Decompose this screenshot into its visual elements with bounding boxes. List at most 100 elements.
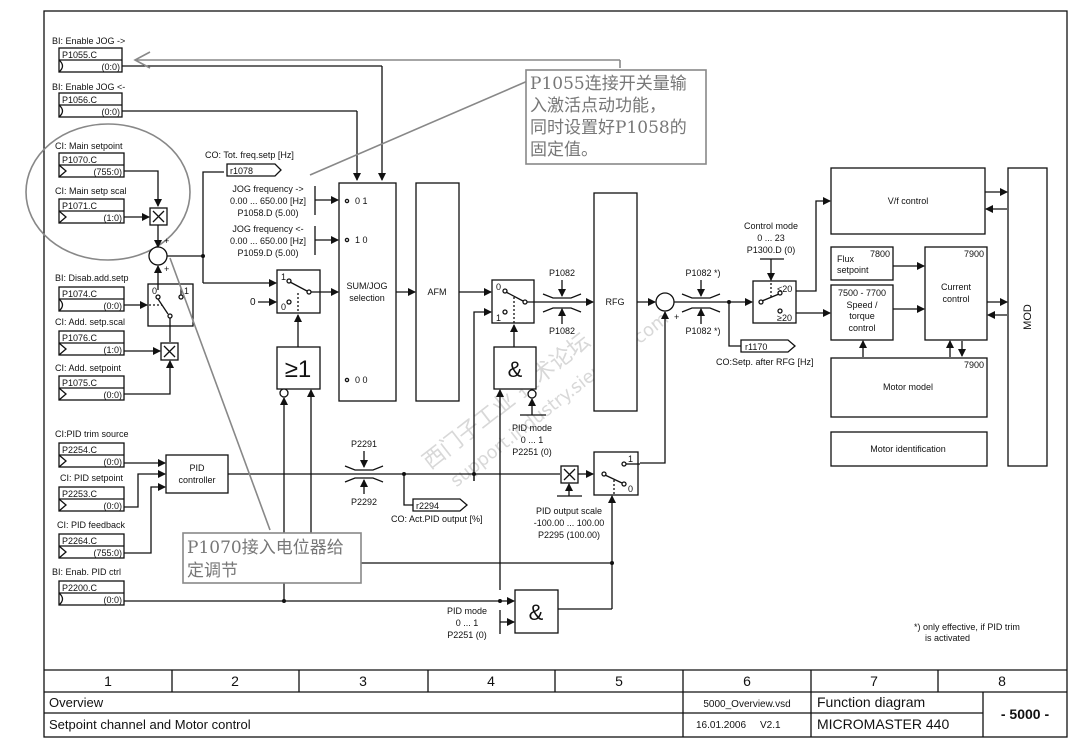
svg-text:(755:0): (755:0) — [93, 548, 122, 558]
svg-text:P1075.C: P1075.C — [62, 378, 98, 388]
connector-p2253[interactable]: CI: PID setpoint P2253.C (0:0) — [58, 473, 125, 512]
svg-text:0: 0 — [152, 286, 157, 296]
svg-text:5: 5 — [615, 673, 623, 689]
svg-text:BI: Enab. PID ctrl: BI: Enab. PID ctrl — [52, 567, 121, 577]
afm-block: AFM — [415, 182, 460, 402]
svg-text:V/f control: V/f control — [888, 196, 929, 206]
limiter-p2291-p2292: P2291 P2292 — [344, 439, 384, 507]
svg-text:r1170: r1170 — [745, 342, 767, 352]
svg-text:BI: Enable JOG <-: BI: Enable JOG <- — [52, 82, 125, 92]
svg-text:0.00 ... 650.00 [Hz]: 0.00 ... 650.00 [Hz] — [230, 196, 306, 206]
svg-text:P1076.C: P1076.C — [62, 333, 98, 343]
svg-text:0 ... 1: 0 ... 1 — [521, 435, 544, 445]
connector-p1076[interactable]: CI: Add. setp.scal P1076.C (1:0) — [55, 317, 125, 356]
limiter-p1082: P1082 P1082 — [542, 268, 582, 336]
svg-text:入激活点动功能，: 入激活点动功能， — [530, 96, 666, 116]
sum-jog-selection-block: 0 1 1 0 SUM/JOG selection 0 0 — [338, 182, 397, 402]
page-frame — [43, 10, 1068, 738]
svg-text:P1058.D (5.00): P1058.D (5.00) — [237, 208, 298, 218]
svg-text:P2264.C: P2264.C — [62, 536, 98, 546]
annotation-p1070: P1070接入电位器给 定调节 — [182, 532, 362, 584]
svg-text:P1059.D (5.00): P1059.D (5.00) — [237, 248, 298, 258]
svg-text:7900: 7900 — [964, 360, 984, 370]
svg-text:Speed /: Speed / — [846, 300, 878, 310]
svg-text:P2291: P2291 — [351, 439, 377, 449]
svg-text:P2200.C: P2200.C — [62, 583, 98, 593]
svg-text:Current: Current — [941, 282, 972, 292]
output-r1170: r1170 CO:Setp. after RFG [Hz] — [716, 339, 814, 367]
svg-text:is activated: is activated — [925, 633, 970, 643]
svg-text:≥20: ≥20 — [777, 313, 792, 323]
svg-text:RFG: RFG — [606, 297, 625, 307]
footer-date: 16.01.2006 — [696, 720, 746, 731]
svg-text:(0:0): (0:0) — [101, 107, 120, 117]
svg-text:固定值。: 固定值。 — [530, 140, 598, 160]
svg-text:P1082: P1082 — [549, 268, 575, 278]
output-r1078: CO: Tot. freq.setp [Hz] r1078 — [205, 150, 294, 177]
svg-text:+: + — [164, 236, 169, 246]
svg-text:P1082 *): P1082 *) — [685, 268, 720, 278]
connector-p1075[interactable]: CI: Add. setpoint P1075.C (0:0) — [55, 363, 125, 401]
motor-model-block: 7900 Motor model — [830, 357, 988, 418]
svg-text:PID mode: PID mode — [512, 423, 552, 433]
svg-text:&: & — [529, 600, 544, 625]
svg-text:CO: Tot. freq.setp [Hz]: CO: Tot. freq.setp [Hz] — [205, 150, 294, 160]
svg-text:1 0: 1 0 — [355, 235, 368, 245]
mod-block: MOD — [1007, 167, 1048, 467]
footer-product: MICROMASTER 440 — [817, 716, 949, 732]
svg-text:CI: Main setp scal: CI: Main setp scal — [55, 186, 127, 196]
svg-text:(0:0): (0:0) — [103, 390, 122, 400]
connector-p1070[interactable]: CI: Main setpoint P1070.C (755:0) — [55, 141, 125, 178]
svg-text:P1070.C: P1070.C — [62, 155, 98, 165]
flux-setpoint-block: Flux setpoint 7800 — [830, 246, 894, 281]
svg-text:P2254.C: P2254.C — [62, 445, 98, 455]
svg-text:r2294: r2294 — [416, 501, 439, 511]
svg-text:7900: 7900 — [964, 249, 984, 259]
title-block: 1 2 3 4 5 6 7 8 Overview Setpoint channe… — [44, 669, 1067, 737]
svg-text:CI: PID feedback: CI: PID feedback — [57, 520, 126, 530]
svg-text:Control mode: Control mode — [744, 221, 798, 231]
or-gate: ≥1 — [276, 346, 321, 398]
svg-text:P1056.C: P1056.C — [62, 95, 98, 105]
svg-text:(1:0): (1:0) — [103, 345, 122, 355]
connector-p1071[interactable]: CI: Main setp scal P1071.C (1:0) — [55, 186, 127, 224]
svg-text:CI: PID setpoint: CI: PID setpoint — [60, 473, 124, 483]
svg-text:(0:0): (0:0) — [103, 501, 122, 511]
svg-text:<20: <20 — [777, 284, 792, 294]
footnote: *) only effective, if PID trim is activa… — [914, 622, 1020, 643]
multiplier-pid-scale — [560, 465, 579, 484]
sum-junction-pid-trim — [655, 292, 675, 312]
footer-title-subtitle: Setpoint channel and Motor control — [49, 717, 251, 732]
svg-text:0: 0 — [628, 484, 633, 494]
svg-text:selection: selection — [349, 293, 385, 303]
and-gate-pid-enable: & — [514, 589, 559, 634]
svg-text:0 ... 1: 0 ... 1 — [456, 618, 479, 628]
speed-torque-control-block: 7500 - 7700 Speed / torque control — [830, 284, 894, 341]
svg-text:r1078: r1078 — [230, 166, 253, 176]
footer-doc-type: Function diagram — [817, 694, 925, 710]
svg-text:Motor model: Motor model — [883, 382, 933, 392]
svg-text:同时设置好P1058的: 同时设置好P1058的 — [530, 118, 687, 138]
connector-p2254[interactable]: CI:PID trim source P2254.C (0:0) — [55, 429, 129, 468]
connector-p1074[interactable]: BI: Disab.add.setp P1074.C (0:0) — [55, 273, 129, 312]
connector-p2200[interactable]: BI: Enab. PID ctrl P2200.C (0:0) — [52, 567, 125, 606]
svg-text:7800: 7800 — [870, 249, 890, 259]
svg-text:CO: Act.PID output [%]: CO: Act.PID output [%] — [391, 514, 483, 524]
svg-text:control: control — [848, 323, 875, 333]
output-r2294: r2294 CO: Act.PID output [%] — [391, 498, 483, 524]
sum-junction-main — [148, 246, 168, 266]
and-gate-pid-mode: & — [493, 346, 537, 399]
connector-p1056[interactable]: BI: Enable JOG <- P1056.C (0:0) — [52, 82, 125, 118]
svg-text:P2292: P2292 — [351, 497, 377, 507]
svg-text:1: 1 — [184, 286, 189, 296]
svg-text:BI: Disab.add.setp: BI: Disab.add.setp — [55, 273, 129, 283]
svg-text:SUM/JOG: SUM/JOG — [346, 281, 387, 291]
svg-text:P2253.C: P2253.C — [62, 489, 98, 499]
rfg-block: RFG — [593, 192, 638, 412]
svg-text:BI: Enable JOG ->: BI: Enable JOG -> — [52, 36, 125, 46]
svg-text:定调节: 定调节 — [187, 561, 238, 581]
connector-p1055[interactable]: BI: Enable JOG -> P1055.C (0:0) — [52, 36, 125, 73]
footer-sheet-number: - 5000 - — [1001, 706, 1050, 722]
svg-text:0.00 ... 650.00 [Hz]: 0.00 ... 650.00 [Hz] — [230, 236, 306, 246]
connector-p2264[interactable]: CI: PID feedback P2264.C (755:0) — [57, 520, 126, 559]
